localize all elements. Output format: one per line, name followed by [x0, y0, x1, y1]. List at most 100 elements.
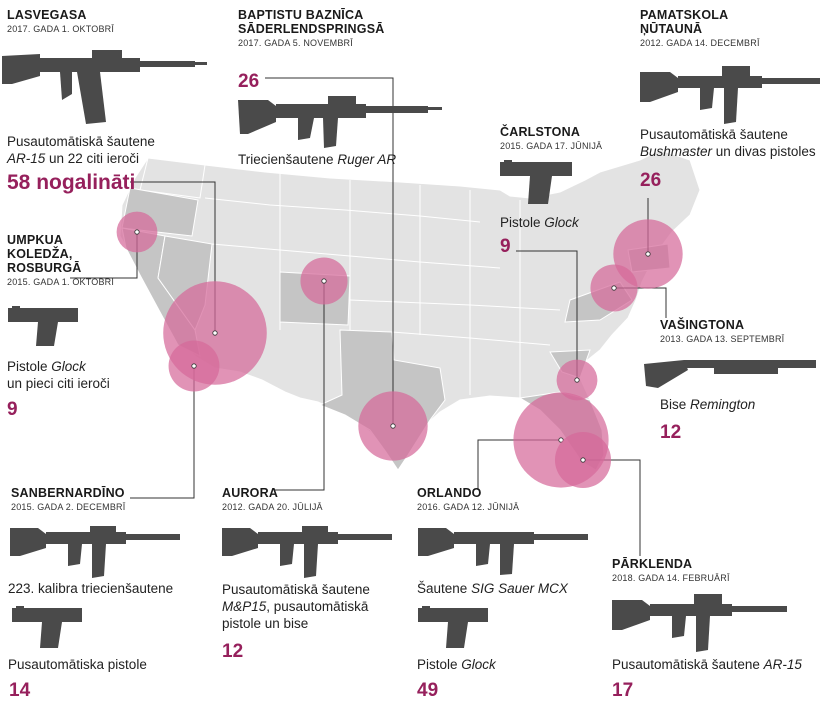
- event-date: 2015. GADA 17. JŪNIJĀ: [500, 141, 603, 151]
- event-umpkua: UMPKUA KOLEDŽA, ROSBURGĀ 2015. GADA 1. O…: [7, 233, 127, 287]
- event-sutherland-victims: 26: [238, 71, 260, 92]
- desc-text: Pistole: [500, 215, 541, 230]
- rifle-icon: [640, 66, 820, 124]
- shotgun-icon: [644, 360, 816, 388]
- event-orlando: ORLANDO 2016. GADA 12. JŪNIJĀ: [417, 486, 597, 512]
- event-sanbernardino-desc2: Pusautomātiska pistole: [8, 657, 147, 672]
- pistol-icon: [8, 306, 78, 346]
- event-charleston: ČARLSTONA 2015. GADA 17. JŪNIJĀ: [500, 125, 620, 151]
- location-dot-charleston: [574, 377, 580, 383]
- desc-italic: Glock: [461, 657, 496, 672]
- desc-text: Bise: [660, 397, 687, 412]
- event-sanbernardino-desc1: 223. kalibra triecienšautene: [8, 581, 174, 596]
- desc-rest2: pistole un bise: [222, 616, 309, 631]
- location-dot-washington: [611, 285, 617, 291]
- event-lasvegas-victims: 58 nogalināti: [7, 171, 136, 194]
- desc-text: Triecienšautene: [238, 152, 334, 167]
- pistol-icon: [12, 606, 82, 648]
- desc-italic: Glock: [544, 215, 579, 230]
- event-city-line2: KOLEDŽA,: [7, 247, 73, 261]
- location-dot-umpkua: [134, 229, 140, 235]
- desc-italic: Remington: [690, 397, 756, 412]
- event-lasvegas: LASVEGASA 2017. GADA 1. OKTOBRĪ: [7, 8, 207, 34]
- event-sanbernardino-victims: 14: [9, 680, 31, 701]
- desc-italic: Bushmaster: [640, 144, 713, 159]
- event-city-line1: PAMATSKOLA: [640, 8, 729, 22]
- desc-italic: M&P15: [222, 599, 267, 614]
- event-date: 2016. GADA 12. JŪNIJĀ: [417, 502, 520, 512]
- location-dot-lasvegas: [212, 330, 218, 336]
- event-orlando-victims: 49: [417, 680, 439, 701]
- event-date: 2017. GADA 5. NOVEMBRĪ: [238, 38, 353, 48]
- location-dot-orlando: [558, 437, 564, 443]
- desc-rest: un divas pistoles: [712, 144, 816, 159]
- event-date: 2018. GADA 14. FEBRUĀRĪ: [612, 573, 730, 583]
- event-umpkua-desc: Pistole Glock un pieci citi ieroči: [7, 358, 167, 392]
- event-date: 2012. GADA 14. DECEMBRĪ: [640, 38, 760, 48]
- leader-line-aurora: [275, 281, 325, 491]
- event-date: 2012. GADA 20. JŪLIJĀ: [222, 502, 323, 512]
- event-city: ČARLSTONA: [500, 125, 581, 139]
- desc-text: Pusautomātiskā šautene: [7, 134, 155, 149]
- state-washington: [139, 157, 206, 199]
- desc-text: Pusautomātiskā šautene: [612, 657, 760, 672]
- event-parkland-victims: 17: [612, 680, 634, 701]
- event-lasvegas-desc: Pusautomātiskā šautene AR-15 un 22 citi …: [7, 133, 207, 167]
- event-city-line3: ROSBURGĀ: [7, 261, 82, 275]
- rifle-icon: [238, 96, 442, 148]
- rifle-icon: [2, 50, 207, 124]
- pistol-icon: [500, 160, 572, 204]
- desc-text: Pistole: [417, 657, 458, 672]
- rifle-icon: [612, 594, 787, 652]
- desc-italic: Glock: [51, 359, 86, 374]
- rifle-icon: [418, 528, 588, 575]
- event-sutherland-desc: Triecienšautene Ruger AR: [238, 151, 438, 168]
- event-aurora: AURORA 2012. GADA 20. JŪLIJĀ: [222, 486, 402, 512]
- pistol-icon: [418, 606, 488, 648]
- desc-rest: un pieci citi ieroči: [7, 376, 110, 391]
- event-city: LASVEGASA: [7, 8, 87, 22]
- desc-italic: Ruger AR: [337, 152, 397, 167]
- state-borders: [204, 172, 561, 400]
- event-city-line1: BAPTISTU BAZNĪCA: [238, 8, 364, 22]
- location-dot-aurora: [321, 278, 327, 284]
- event-sutherland: BAPTISTU BAZNĪCA SĀDERLENDSPRINGSĀ 2017.…: [238, 8, 428, 48]
- event-city: AURORA: [222, 486, 279, 500]
- event-sanbernardino: SANBERNARDĪNO 2015. GADA 2. DECEMBRĪ: [11, 486, 191, 512]
- event-newtown: PAMATSKOLA ŅŪTAUNĀ 2012. GADA 14. DECEMB…: [640, 8, 815, 48]
- rifle-icon: [222, 526, 392, 578]
- event-date: 2015. GADA 1. OKTOBRĪ: [7, 277, 115, 287]
- location-dot-sutherland: [390, 423, 396, 429]
- event-parkland-desc: Pusautomātiskā šautene AR-15: [612, 656, 812, 673]
- desc-text: Pusautomātiskā šautene: [222, 582, 370, 597]
- event-date: 2015. GADA 2. DECEMBRĪ: [11, 502, 126, 512]
- event-city: VAŠINGTONA: [660, 318, 745, 332]
- event-city: PĀRKLENDA: [612, 557, 693, 571]
- desc-rest: , pusautomātiskā: [266, 599, 369, 614]
- event-city: ORLANDO: [417, 486, 482, 500]
- event-aurora-victims: 12: [222, 641, 244, 662]
- location-dot-sanbernardino: [191, 363, 197, 369]
- event-city-line2: SĀDERLENDSPRINGSĀ: [238, 22, 385, 36]
- event-city: SANBERNARDĪNO: [11, 486, 125, 500]
- event-date: 2017. GADA 1. OKTOBRĪ: [7, 24, 115, 34]
- event-charleston-desc: Pistole Glock: [500, 214, 620, 231]
- desc-text: Pistole: [7, 359, 48, 374]
- desc-text: Pusautomātiskā šautene: [640, 127, 788, 142]
- event-newtown-victims: 26: [640, 170, 662, 191]
- leader-line-sutherland: [265, 77, 394, 426]
- event-orlando-desc1: Šautene SIG Sauer MCX: [417, 580, 597, 597]
- desc-rest: un 22 citi ieroči: [45, 151, 140, 166]
- event-washington: VAŠINGTONA 2013. GADA 13. SEPTEMBRĪ: [660, 318, 810, 344]
- desc-text: Šautene: [417, 581, 468, 596]
- event-city-line1: UMPKUA: [7, 233, 64, 247]
- event-city-line2: ŅŪTAUNĀ: [640, 22, 703, 36]
- event-washington-victims: 12: [660, 422, 682, 443]
- event-washington-desc: Bise Remington: [660, 396, 810, 413]
- desc-italic: AR-15: [7, 151, 46, 166]
- leader-line-charleston: [516, 250, 578, 380]
- event-aurora-desc: Pusautomātiskā šautene M&P15, pusautomāt…: [222, 581, 402, 632]
- event-date: 2013. GADA 13. SEPTEMBRĪ: [660, 334, 785, 344]
